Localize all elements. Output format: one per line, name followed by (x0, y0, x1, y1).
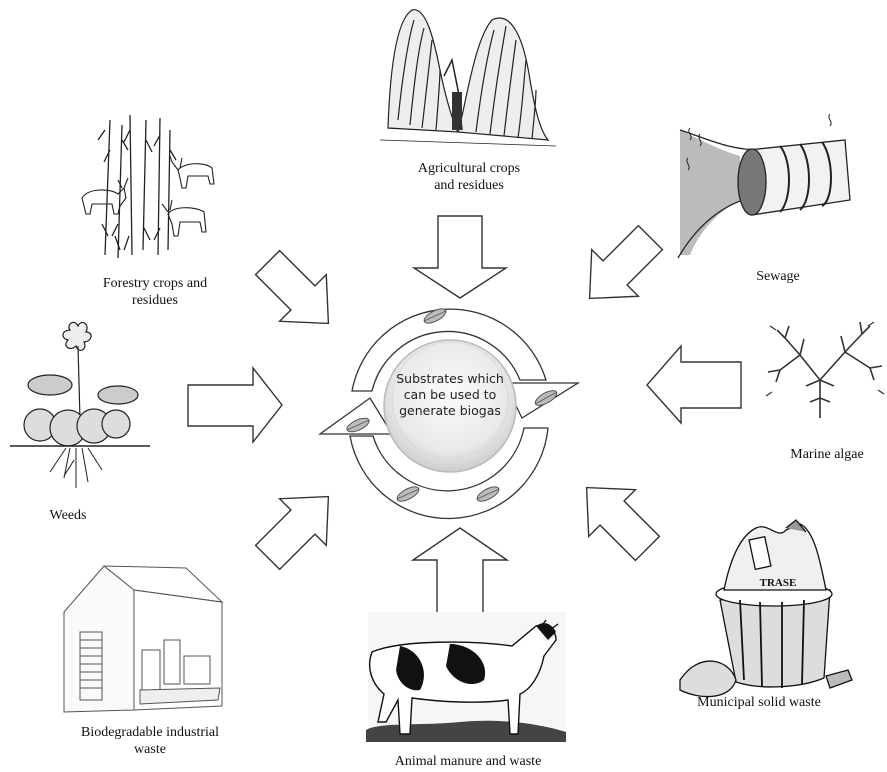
label-weeds: Weeds (49, 508, 87, 523)
label-line: Forestry crops and (102, 276, 208, 291)
label-sewage: Sewage (756, 269, 800, 284)
arrow-animal (410, 527, 510, 619)
center-label-line: Substrates which (396, 371, 504, 386)
center-cycle (317, 308, 581, 520)
svg-text:TRASE: TRASE (760, 577, 797, 589)
arrow-weeds (187, 365, 283, 445)
label-line: Agricultural crops (417, 161, 521, 176)
leaf-icon (396, 486, 420, 502)
cow-illustration (366, 612, 566, 742)
leaf-icon (534, 390, 558, 406)
label-municipal: Municipal solid waste (697, 695, 821, 710)
label-animal: Animal manure and waste (394, 754, 542, 769)
arrow-sewage (588, 224, 664, 300)
center-label-line: can be used to (403, 387, 497, 402)
water-hyacinth-illustration (10, 321, 150, 488)
leaf-icon (476, 486, 500, 502)
trash-can-illustration: TRASE (679, 519, 853, 698)
label-line: residues (132, 293, 178, 308)
arrow-agricultural (411, 215, 509, 299)
reindeer-forest-illustration (81, 114, 215, 259)
haystack-illustration (379, 9, 557, 147)
label-line: and residues (434, 178, 504, 193)
center-disc (383, 339, 517, 473)
label-marine: Marine algae (790, 447, 864, 462)
center-label-line: generate biogas (399, 403, 501, 418)
cycle-arrowhead-left (317, 397, 394, 435)
biogas-plant-building-illustration (63, 565, 224, 713)
cycle-ring-top (351, 308, 547, 392)
label-forestry: Forestry crops and residues (70, 275, 240, 309)
arrow-marine (646, 344, 742, 425)
seaweed-illustration (765, 321, 885, 418)
arrow-forestry (254, 249, 330, 325)
label-agricultural: Agricultural crops and residues (384, 160, 554, 194)
leaf-icon (423, 308, 447, 324)
sewage-pipe-illustration (677, 113, 851, 259)
label-line: Biodegradable industrial (80, 725, 220, 740)
center-label: Substrates which can be used to generate… (388, 371, 512, 419)
arrow-municipal (585, 486, 661, 562)
label-industrial: Biodegradable industrial waste (50, 724, 250, 758)
label-line: waste (134, 742, 166, 757)
arrow-industrial (254, 495, 330, 571)
leaf-icon (346, 417, 370, 433)
